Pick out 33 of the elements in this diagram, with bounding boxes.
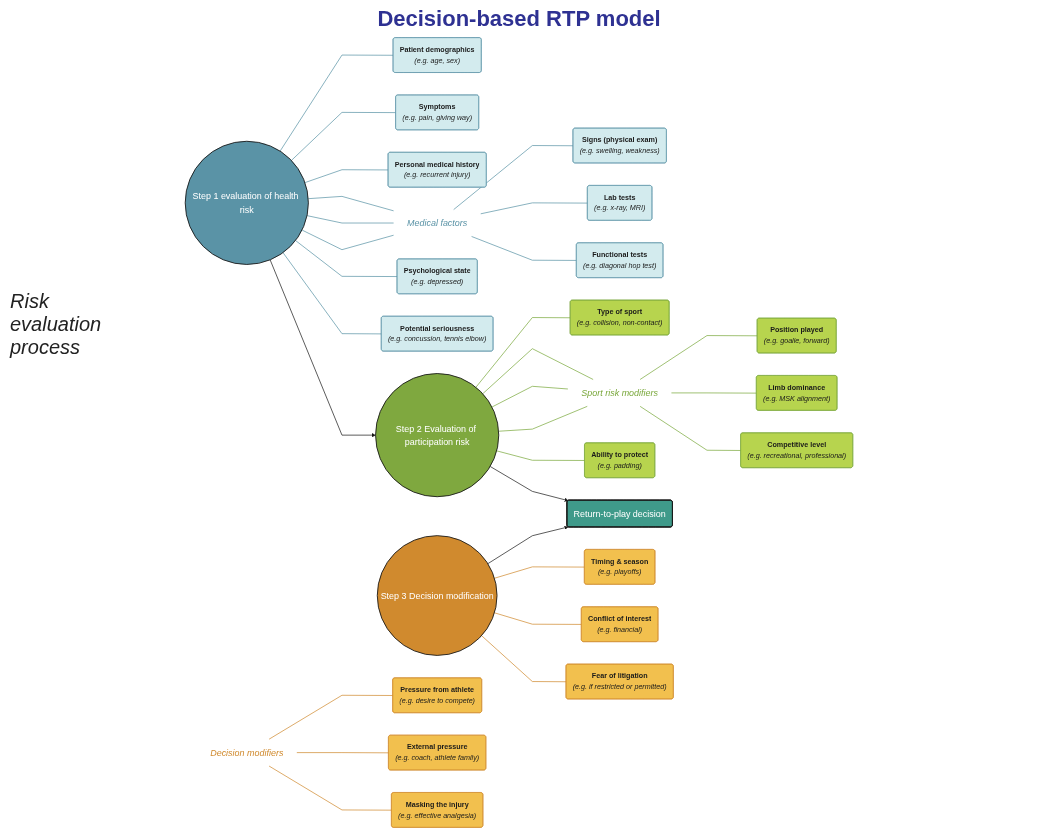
- connector: [480, 202, 588, 215]
- connector: [482, 348, 594, 395]
- connector: [494, 566, 585, 579]
- connector: [639, 406, 742, 451]
- node-circle: Step 3 Decision modification: [376, 535, 498, 656]
- node-circle: Step 2 Evaluation of participation risk: [375, 373, 500, 498]
- connector: [475, 317, 571, 388]
- connector: [291, 112, 397, 161]
- side-note: Risk evaluation process: [10, 290, 103, 359]
- connector: [268, 694, 394, 740]
- connector: [453, 145, 574, 210]
- connector: [268, 765, 392, 811]
- connector: [295, 240, 398, 277]
- connector: [494, 612, 582, 625]
- connector: [491, 385, 569, 408]
- connector: [496, 450, 586, 461]
- connector: [471, 236, 577, 261]
- connector: [304, 169, 389, 183]
- connector: [301, 229, 394, 251]
- connector: [498, 406, 588, 432]
- node-circle: Step 1 evaluation of health risk: [184, 140, 309, 265]
- connector: [481, 635, 567, 683]
- node-text: Sport risk modifiers: [581, 387, 658, 398]
- connector: [279, 54, 394, 152]
- diagram-title: Decision-based RTP model: [377, 6, 661, 32]
- connector: [639, 335, 758, 380]
- node-text: Medical factors: [407, 218, 468, 228]
- connector: [307, 196, 394, 212]
- node-text: Decision modifiers: [210, 747, 284, 758]
- connector: [282, 252, 382, 335]
- connector: [671, 392, 757, 394]
- connector: [306, 215, 394, 224]
- connector: [296, 752, 389, 754]
